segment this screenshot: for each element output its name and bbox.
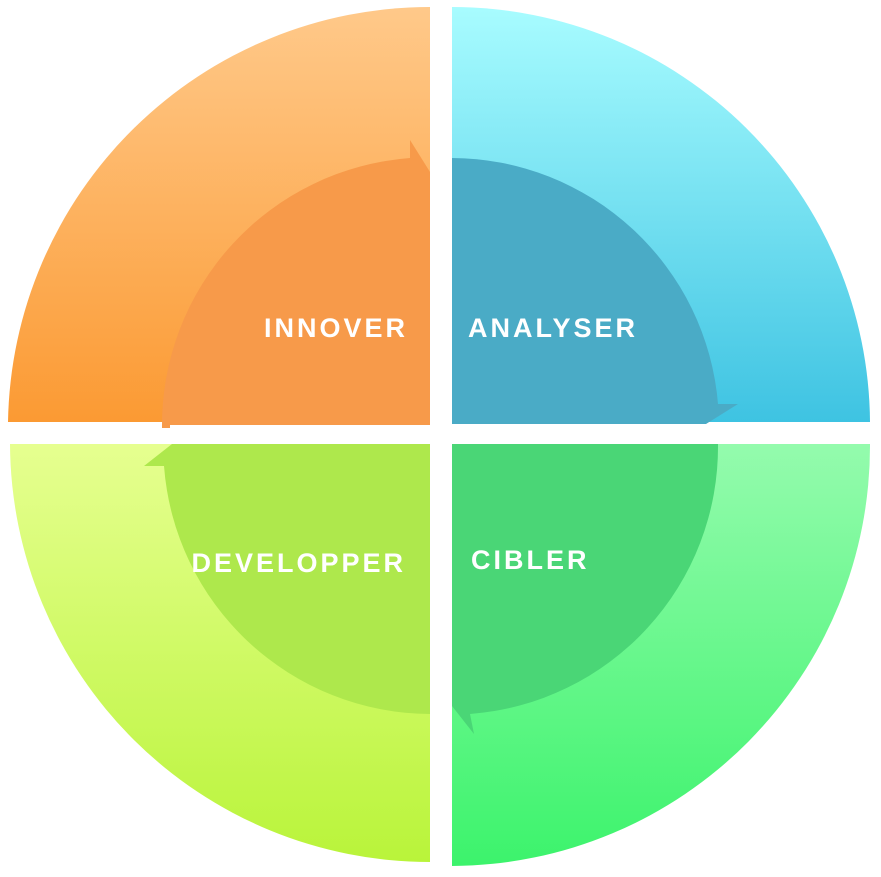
arrow-innover	[161, 140, 430, 428]
separator-vertical-top	[431, 150, 451, 440]
separators	[170, 150, 710, 720]
arrow-developper	[144, 444, 430, 714]
arrow-analyser	[452, 158, 738, 424]
cycle-arrows	[144, 140, 738, 734]
arrow-cibler	[452, 444, 719, 734]
labels: INNOVER ANALYSER CIBLER DEVELOPPER	[191, 313, 638, 578]
label-innover: INNOVER	[264, 313, 408, 343]
label-developper: DEVELOPPER	[191, 548, 406, 578]
separator-vertical-bottom	[431, 430, 451, 720]
label-cibler: CIBLER	[471, 545, 590, 575]
label-analyser: ANALYSER	[468, 313, 638, 343]
